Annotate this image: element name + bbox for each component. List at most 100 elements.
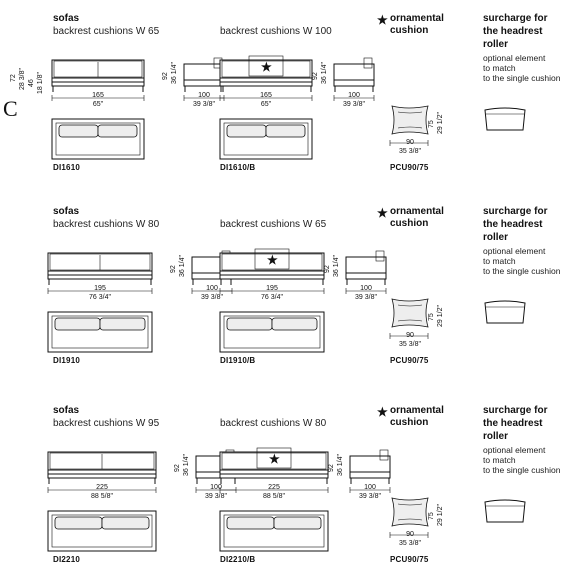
surcharge-note-2: to match [483, 63, 516, 73]
surcharge-title-1: surcharge for [483, 13, 548, 24]
surcharge-title-3: roller [483, 431, 509, 442]
depth-in: 39 3/8" [201, 294, 223, 301]
surcharge-note-1: optional element [483, 445, 546, 455]
row-title: sofas [53, 13, 80, 24]
b-depth-in: 39 3/8" [359, 493, 381, 500]
b-width-cm: 195 [266, 285, 278, 292]
b-width-cm: 225 [268, 484, 280, 491]
surcharge-title-1: surcharge for [483, 405, 548, 416]
code-a: DI1910 [53, 356, 80, 365]
ornamental-h-cm: 75 [428, 512, 435, 520]
width-cm: 195 [94, 285, 106, 292]
headrest-roller-drawing [484, 300, 526, 324]
b-depth-cm: 100 [364, 484, 376, 491]
ornamental-w-cm: 90 [406, 139, 414, 146]
ornamental-title-1: ornamental [390, 13, 444, 24]
subtitle-b: backrest cushions W 65 [220, 219, 327, 230]
depth-in: 39 3/8" [205, 493, 227, 500]
subtitle-a: backrest cushions W 65 [53, 26, 160, 37]
ornamental-star-icon: ★ [377, 405, 388, 419]
surcharge-note-2: to match [483, 256, 516, 266]
section-letter: C [3, 96, 18, 121]
b-depth-cm: 100 [348, 92, 360, 99]
row-title: sofas [53, 206, 80, 217]
sofa-drawings [47, 447, 391, 552]
ornamental-title-1: ornamental [390, 405, 444, 416]
star-icon: ★ [269, 452, 280, 466]
depth-cm: 100 [210, 484, 222, 491]
ornamental-cushion-drawing [391, 497, 429, 527]
width-in: 76 3/4" [89, 294, 111, 301]
side-height-cm: 92 [174, 464, 181, 472]
surcharge-note-3: to the single cushion [483, 266, 561, 276]
ornamental-title-1: ornamental [390, 206, 444, 217]
ornamental-star-icon: ★ [377, 13, 388, 27]
side-height-in: 36 1/4" [183, 454, 190, 476]
headrest-roller-drawing [484, 499, 526, 523]
ornamental-title-2: cushion [390, 25, 429, 36]
surcharge-note-1: optional element [483, 246, 546, 256]
headrest-roller-drawing [484, 107, 526, 131]
height-in: 28 3/8" [19, 68, 26, 90]
ornamental-h-in: 29 1/2" [437, 305, 444, 327]
width-in: 65" [92, 101, 104, 108]
star-icon: ★ [267, 253, 278, 267]
surcharge-title-1: surcharge for [483, 206, 548, 217]
ornamental-title-2: cushion [390, 417, 429, 428]
subtitle-a: backrest cushions W 95 [53, 418, 160, 429]
width-in: 88 5/8" [91, 493, 113, 500]
star-icon: ★ [261, 60, 272, 74]
ornamental-cushion-drawing [391, 298, 429, 328]
surcharge-note-2: to match [483, 455, 516, 465]
ornamental-w-in: 35 3/8" [399, 341, 421, 348]
ornamental-code: PCU90/75 [390, 356, 429, 365]
b-depth-cm: 100 [360, 285, 372, 292]
ornamental-w-cm: 90 [406, 531, 414, 538]
b-side-height-in: 36 1/4" [337, 454, 344, 476]
ornamental-w-in: 35 3/8" [399, 540, 421, 547]
b-width-in: 88 5/8" [263, 493, 285, 500]
b-width-in: 76 3/4" [261, 294, 283, 301]
b-width-in: 65" [260, 101, 272, 108]
surcharge-title-2: the headrest [483, 219, 543, 230]
ornamental-dim-line [389, 140, 429, 146]
ornamental-h-in: 29 1/2" [437, 504, 444, 526]
seat-height-cm: 46 [28, 79, 35, 87]
subtitle-b: backrest cushions W 80 [220, 418, 327, 429]
side-height-in: 36 1/4" [179, 255, 186, 277]
ornamental-dim-line [389, 333, 429, 339]
ornamental-dim-line [389, 532, 429, 538]
ornamental-w-cm: 90 [406, 332, 414, 339]
subtitle-b: backrest cushions W 100 [220, 26, 332, 37]
code-b: DI1610/B [220, 163, 256, 172]
ornamental-code: PCU90/75 [390, 555, 429, 564]
ornamental-h-cm: 75 [428, 313, 435, 321]
b-width-cm: 165 [260, 92, 272, 99]
ornamental-w-in: 35 3/8" [399, 148, 421, 155]
code-b: DI2210/B [220, 555, 256, 564]
code-a: DI2210 [53, 555, 80, 564]
ornamental-code: PCU90/75 [390, 163, 429, 172]
b-side-height-cm: 92 [324, 265, 331, 273]
b-depth-in: 39 3/8" [355, 294, 377, 301]
depth-in: 39 3/8" [193, 101, 215, 108]
depth-cm: 100 [206, 285, 218, 292]
width-cm: 165 [92, 92, 104, 99]
code-b: DI1910/B [220, 356, 256, 365]
side-height-cm: 92 [170, 265, 177, 273]
sofa-drawings [47, 248, 387, 353]
surcharge-note-1: optional element [483, 53, 546, 63]
surcharge-title-2: the headrest [483, 26, 543, 37]
ornamental-star-icon: ★ [377, 206, 388, 220]
subtitle-a: backrest cushions W 80 [53, 219, 160, 230]
sofa-drawings [51, 55, 375, 160]
height-cm: 72 [10, 74, 17, 82]
width-cm: 225 [96, 484, 108, 491]
surcharge-note-3: to the single cushion [483, 73, 561, 83]
surcharge-note-3: to the single cushion [483, 465, 561, 475]
ornamental-title-2: cushion [390, 218, 429, 229]
surcharge-title-3: roller [483, 39, 509, 50]
row-title: sofas [53, 405, 80, 416]
ornamental-cushion-drawing [391, 105, 429, 135]
code-a: DI1610 [53, 163, 80, 172]
